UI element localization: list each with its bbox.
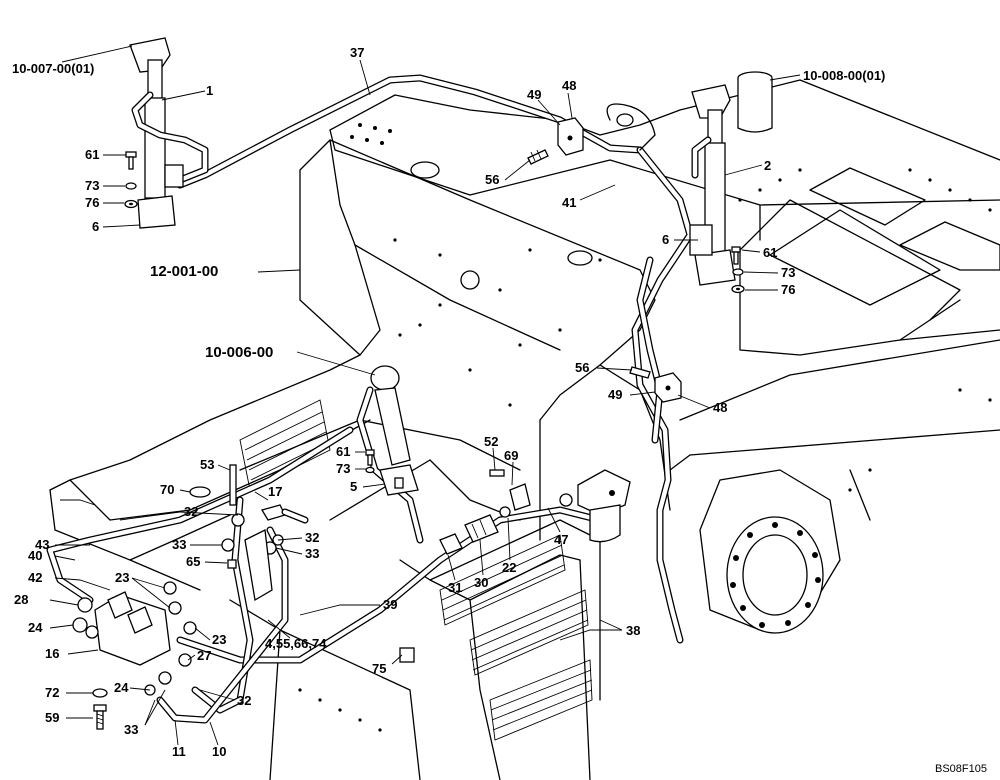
callout-4-55-66-74: 4,55,66,74 bbox=[265, 636, 327, 651]
callout-76-right: 76 bbox=[781, 282, 795, 297]
callout-23-upper: 23 bbox=[115, 570, 129, 585]
clamp-lower bbox=[629, 366, 682, 403]
drawing-reference: BS08F105 bbox=[935, 763, 987, 775]
callout-75: 75 bbox=[372, 661, 386, 676]
callout-53: 53 bbox=[200, 457, 214, 472]
filter-assembly bbox=[559, 469, 631, 543]
callout-65: 65 bbox=[186, 554, 200, 569]
fasteners-lever bbox=[365, 449, 375, 474]
assembly-label-frame: 12-001-00 bbox=[150, 263, 218, 280]
callout-31: 31 bbox=[448, 580, 462, 595]
callout-73-left: 73 bbox=[85, 178, 99, 193]
gas-spring-right bbox=[606, 71, 773, 286]
stair-treads bbox=[239, 399, 593, 741]
callout-61-left: 61 bbox=[85, 147, 99, 162]
frame-top-hole-2 bbox=[567, 250, 593, 266]
frame-top-hole bbox=[410, 161, 440, 179]
leader-lines bbox=[49, 45, 801, 746]
callout-39: 39 bbox=[383, 597, 397, 612]
callout-40: 40 bbox=[28, 548, 42, 563]
callout-6-right: 6 bbox=[662, 232, 669, 247]
frame-port-hole bbox=[460, 270, 480, 290]
assembly-label-lever: 10-006-00 bbox=[205, 344, 273, 361]
callout-73-right: 73 bbox=[781, 265, 795, 280]
callout-49-upper: 49 bbox=[527, 87, 541, 102]
callout-49-lower: 49 bbox=[608, 387, 622, 402]
callout-17: 17 bbox=[268, 484, 282, 499]
callout-33-right: 33 bbox=[305, 546, 319, 561]
callout-47: 47 bbox=[554, 532, 568, 547]
callout-52: 52 bbox=[484, 434, 498, 449]
callout-24-upper: 24 bbox=[28, 620, 43, 635]
wheel-hub bbox=[699, 469, 841, 634]
callout-33-lower: 33 bbox=[124, 722, 138, 737]
frame-holes bbox=[298, 123, 992, 732]
callout-2: 2 bbox=[764, 158, 771, 173]
gas-spring-left bbox=[129, 37, 209, 229]
callout-30: 30 bbox=[474, 575, 488, 590]
callout-23-lower: 23 bbox=[212, 632, 226, 647]
callout-32-center: 32 bbox=[305, 530, 319, 545]
center-fittings bbox=[189, 464, 309, 602]
callout-27: 27 bbox=[197, 648, 211, 663]
assembly-label-top-right: 10-008-00(01) bbox=[803, 68, 885, 83]
assembly-label-top-left: 10-007-00(01) bbox=[12, 61, 94, 76]
callout-37: 37 bbox=[350, 45, 364, 60]
callout-33-center: 33 bbox=[172, 537, 186, 552]
callout-61-right: 61 bbox=[763, 245, 777, 260]
callout-labels: 10-007-00(01) 10-008-00(01) 12-001-00 10… bbox=[12, 45, 987, 775]
callout-56-lower: 56 bbox=[575, 360, 589, 375]
fasteners-right bbox=[731, 246, 745, 294]
callout-16: 16 bbox=[45, 646, 59, 661]
callout-5: 5 bbox=[350, 479, 357, 494]
callout-61-center: 61 bbox=[336, 444, 350, 459]
callout-56-upper: 56 bbox=[485, 172, 499, 187]
callout-43: 43 bbox=[35, 537, 49, 552]
callout-11: 11 bbox=[172, 744, 186, 759]
callout-32-lower: 32 bbox=[237, 693, 251, 708]
callout-10: 10 bbox=[212, 744, 226, 759]
callout-24-lower: 24 bbox=[114, 680, 129, 695]
callout-32-upper: 32 bbox=[184, 504, 198, 519]
callout-59: 59 bbox=[45, 710, 59, 725]
callout-76-left: 76 bbox=[85, 195, 99, 210]
callout-1: 1 bbox=[206, 83, 213, 98]
callout-38: 38 bbox=[626, 623, 640, 638]
bolt-lower-left bbox=[92, 688, 108, 730]
fittings-31-30-22 bbox=[439, 469, 531, 555]
clamp-upper bbox=[527, 117, 584, 165]
fasteners-left bbox=[124, 151, 138, 209]
label-plate-75 bbox=[399, 647, 415, 663]
callout-28: 28 bbox=[14, 592, 28, 607]
callout-41: 41 bbox=[562, 195, 576, 210]
machine-frame bbox=[49, 79, 1000, 780]
callout-72: 72 bbox=[45, 685, 59, 700]
callout-48-upper: 48 bbox=[562, 78, 576, 93]
callout-22: 22 bbox=[502, 560, 516, 575]
callout-6-left: 6 bbox=[92, 219, 99, 234]
callout-69: 69 bbox=[504, 448, 518, 463]
callout-73-center: 73 bbox=[336, 461, 350, 476]
lever-assembly bbox=[370, 365, 419, 496]
callout-42: 42 bbox=[28, 570, 42, 585]
callout-70: 70 bbox=[160, 482, 174, 497]
callout-48-lower: 48 bbox=[713, 400, 727, 415]
valve-block bbox=[72, 581, 197, 696]
